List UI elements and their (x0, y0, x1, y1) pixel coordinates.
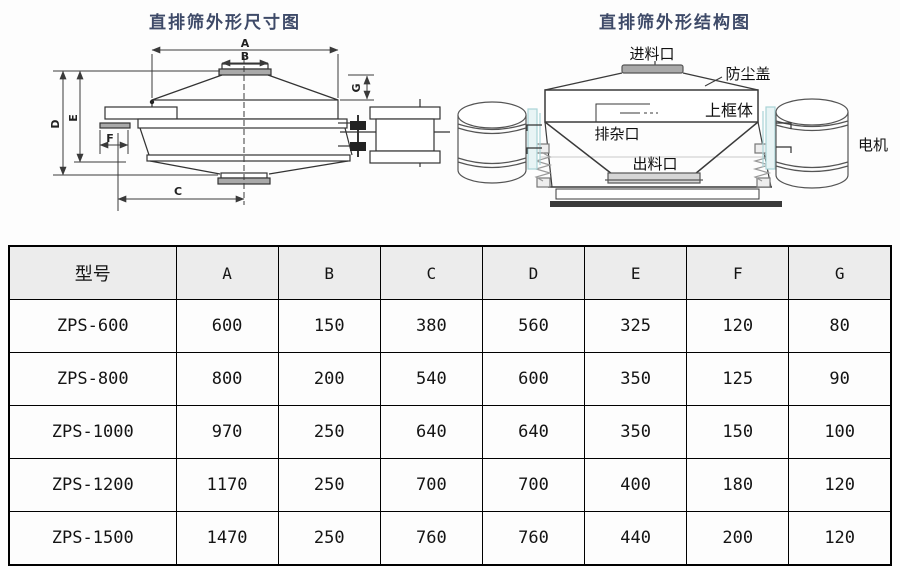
cell-f: 125 (686, 352, 790, 406)
col-header-e: E (584, 245, 688, 300)
dim-label-c: C (174, 185, 182, 198)
cell-b: 150 (277, 299, 381, 353)
dim-label-g: G (350, 83, 363, 92)
cell-e: 440 (584, 511, 688, 566)
dimension-lines (53, 46, 374, 211)
cell-a: 1170 (175, 458, 279, 512)
col-header-f: F (686, 245, 790, 300)
cell-a: 1470 (175, 511, 279, 566)
cell-f: 200 (686, 511, 790, 566)
left-motor (457, 101, 542, 184)
structure-body (544, 61, 782, 207)
dim-label-d: D (49, 119, 62, 128)
label-outlet: 出料口 (632, 155, 677, 173)
cell-b: 250 (277, 405, 381, 459)
cell-d: 640 (481, 405, 586, 459)
cell-c: 640 (379, 405, 483, 459)
col-header-g: G (788, 245, 892, 300)
figure-left-title: 直排筛外形尺寸图 (149, 13, 301, 32)
dim-label-e: E (67, 114, 80, 122)
cell-d: 700 (481, 458, 586, 512)
cell-g: 120 (788, 511, 892, 566)
cell-b: 250 (277, 511, 381, 566)
cell-c: 540 (379, 352, 483, 406)
dim-label-b: B (241, 50, 249, 63)
structure-diagram: 进料口 防尘盖 上框体 排杂口 出料口 电机 (457, 45, 888, 207)
cell-b: 250 (277, 458, 381, 512)
cell-model: ZPS-1500 (8, 511, 177, 566)
label-dust-cover: 防尘盖 (725, 65, 770, 83)
table-row: ZPS-1500 1470 250 760 760 440 200 120 (8, 511, 892, 566)
spec-table: 型号 A B C D E F G ZPS-600 600 150 380 560… (8, 245, 892, 566)
col-header-b: B (277, 245, 381, 300)
cell-e: 350 (584, 405, 688, 459)
label-upper-frame: 上框体 (705, 101, 753, 120)
cell-d: 560 (481, 299, 586, 353)
cell-a: 970 (175, 405, 279, 459)
cell-model: ZPS-800 (8, 352, 177, 406)
cell-g: 120 (788, 458, 892, 512)
cell-b: 200 (277, 352, 381, 406)
label-motor: 电机 (858, 136, 888, 154)
cell-c: 760 (379, 511, 483, 566)
figure-structure-drawing: 直排筛外形结构图 (450, 0, 900, 231)
figure-right-title: 直排筛外形结构图 (599, 13, 751, 32)
cell-f: 120 (686, 299, 790, 353)
col-header-d: D (481, 245, 586, 300)
col-header-a: A (175, 245, 279, 300)
cell-e: 350 (584, 352, 688, 406)
cell-model: ZPS-1000 (8, 405, 177, 459)
cell-f: 180 (686, 458, 790, 512)
table-row: ZPS-600 600 150 380 560 325 120 80 (8, 299, 892, 353)
cell-a: 800 (175, 352, 279, 406)
cell-model: ZPS-600 (8, 299, 177, 353)
col-header-c: C (379, 245, 483, 300)
machine-outline (99, 63, 353, 185)
table-row: ZPS-1000 970 250 640 640 350 150 100 (8, 405, 892, 459)
table-header-row: 型号 A B C D E F G (8, 245, 892, 300)
cell-c: 700 (379, 458, 483, 512)
side-motor (338, 99, 450, 167)
table-row: ZPS-1200 1170 250 700 700 400 180 120 (8, 458, 892, 512)
col-header-model: 型号 (8, 245, 177, 300)
cell-a: 600 (175, 299, 279, 353)
cell-g: 100 (788, 405, 892, 459)
cell-e: 400 (584, 458, 688, 512)
dimension-diagram: A B C D E F G (49, 37, 450, 211)
figures-row: 直排筛外形尺寸图 (0, 0, 900, 231)
right-motor (762, 98, 849, 189)
label-impurity-port: 排杂口 (594, 125, 639, 143)
cell-e: 325 (584, 299, 688, 353)
cell-f: 150 (686, 405, 790, 459)
dim-label-a: A (241, 37, 250, 50)
figure-dimension-drawing: 直排筛外形尺寸图 (0, 0, 450, 231)
table-row: ZPS-800 800 200 540 600 350 125 90 (8, 352, 892, 406)
cell-d: 600 (481, 352, 586, 406)
dim-label-f: F (106, 132, 114, 145)
cell-model: ZPS-1200 (8, 458, 177, 512)
cell-g: 80 (788, 299, 892, 353)
cell-c: 380 (379, 299, 483, 353)
cell-g: 90 (788, 352, 892, 406)
cell-d: 760 (481, 511, 586, 566)
label-inlet: 进料口 (629, 45, 674, 63)
